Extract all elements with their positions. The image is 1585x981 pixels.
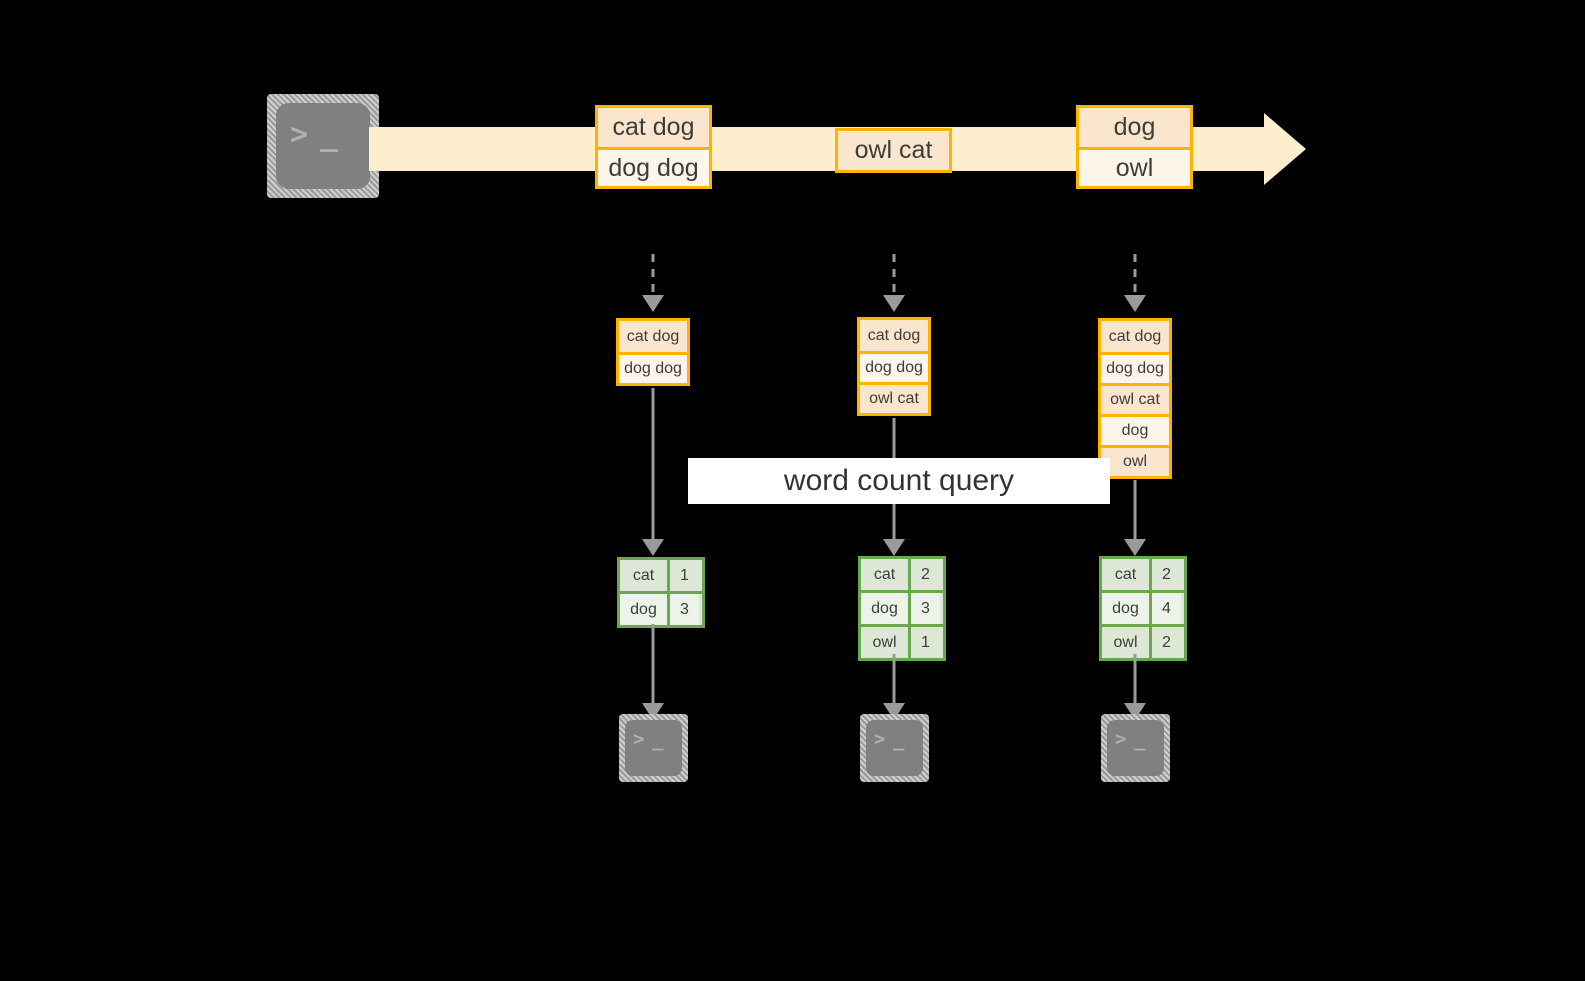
terminal-body: > _ [625,720,682,776]
snapshot-1-input-table[interactable]: cat dog dog dog [616,318,690,386]
stream-event-line: owl cat [838,131,949,170]
snapshot-1-dashed-arrow [641,254,665,312]
input-row: dog [1101,414,1169,445]
terminal-body: > _ [276,103,370,189]
input-row: owl cat [1101,383,1169,414]
snapshot-2-input-table[interactable]: cat dog dog dog owl cat [857,317,931,416]
result-word: owl [1102,627,1149,658]
result-count: 3 [908,593,940,624]
stream-event-line: cat dog [598,108,709,147]
snapshot-3-input-table[interactable]: cat dog dog dog owl cat dog owl [1098,318,1172,479]
snapshot-2-sink-arrow [882,654,906,720]
query-label-text: word count query [783,464,1015,497]
result-count: 2 [1149,627,1181,658]
terminal-cursor-glyph: _ [893,729,905,751]
input-row: dog dog [860,351,928,382]
snapshot-1-sink-arrow [641,624,665,720]
stream-event-3[interactable]: dog owl [1076,105,1193,189]
result-row: dog 3 [861,590,943,624]
result-row: owl 1 [861,624,943,658]
result-word: owl [861,627,908,658]
result-row: owl 2 [1102,624,1184,658]
result-row: dog 4 [1102,590,1184,624]
terminal-prompt-glyph: > [290,117,309,152]
result-word: dog [861,593,908,624]
terminal-prompt-glyph: > [633,728,645,750]
stream-event-line: dog dog [598,147,709,186]
result-count: 1 [667,560,699,591]
snapshot-1-query-arrow [641,388,665,556]
snapshot-1-result-table[interactable]: cat 1 dog 3 [617,557,705,628]
input-row: cat dog [1101,321,1169,352]
stream-event-line: owl [1079,147,1190,186]
result-row: cat 1 [620,560,702,591]
stream-arrowhead [1264,113,1306,185]
snapshot-2-sink-terminal-icon: > _ [860,714,929,782]
result-row: dog 3 [620,591,702,625]
input-row: cat dog [860,320,928,351]
result-count: 1 [908,627,940,658]
terminal-prompt-glyph: > [1115,728,1127,750]
input-row: owl cat [860,382,928,413]
snapshot-3-query-arrow [1123,480,1147,556]
input-row: dog dog [619,352,687,383]
snapshot-3-sink-arrow [1123,654,1147,720]
result-word: cat [620,560,667,591]
result-word: cat [1102,559,1149,590]
terminal-body: > _ [1107,720,1164,776]
query-label-band: word count query [688,458,1110,504]
result-row: cat 2 [861,559,943,590]
result-count: 3 [667,594,699,625]
result-count: 2 [1149,559,1181,590]
terminal-prompt-glyph: > [874,728,886,750]
terminal-cursor-glyph: _ [652,729,664,751]
terminal-cursor-glyph: _ [1134,729,1146,751]
input-row: cat dog [619,321,687,352]
snapshot-2-dashed-arrow [882,254,906,312]
snapshot-3-sink-terminal-icon: > _ [1101,714,1170,782]
source-terminal-icon: > _ [267,94,379,198]
input-row: dog dog [1101,352,1169,383]
result-row: cat 2 [1102,559,1184,590]
stream-event-1[interactable]: cat dog dog dog [595,105,712,189]
result-word: dog [620,594,667,625]
result-word: cat [861,559,908,590]
snapshot-1-sink-terminal-icon: > _ [619,714,688,782]
snapshot-2-result-table[interactable]: cat 2 dog 3 owl 1 [858,556,946,661]
stream-event-2[interactable]: owl cat [835,128,952,173]
result-word: dog [1102,593,1149,624]
terminal-cursor-glyph: _ [320,118,339,153]
terminal-body: > _ [866,720,923,776]
snapshot-3-result-table[interactable]: cat 2 dog 4 owl 2 [1099,556,1187,661]
result-count: 4 [1149,593,1181,624]
snapshot-3-dashed-arrow [1123,254,1147,312]
stream-event-line: dog [1079,108,1190,147]
input-row: owl [1101,445,1169,476]
result-count: 2 [908,559,940,590]
